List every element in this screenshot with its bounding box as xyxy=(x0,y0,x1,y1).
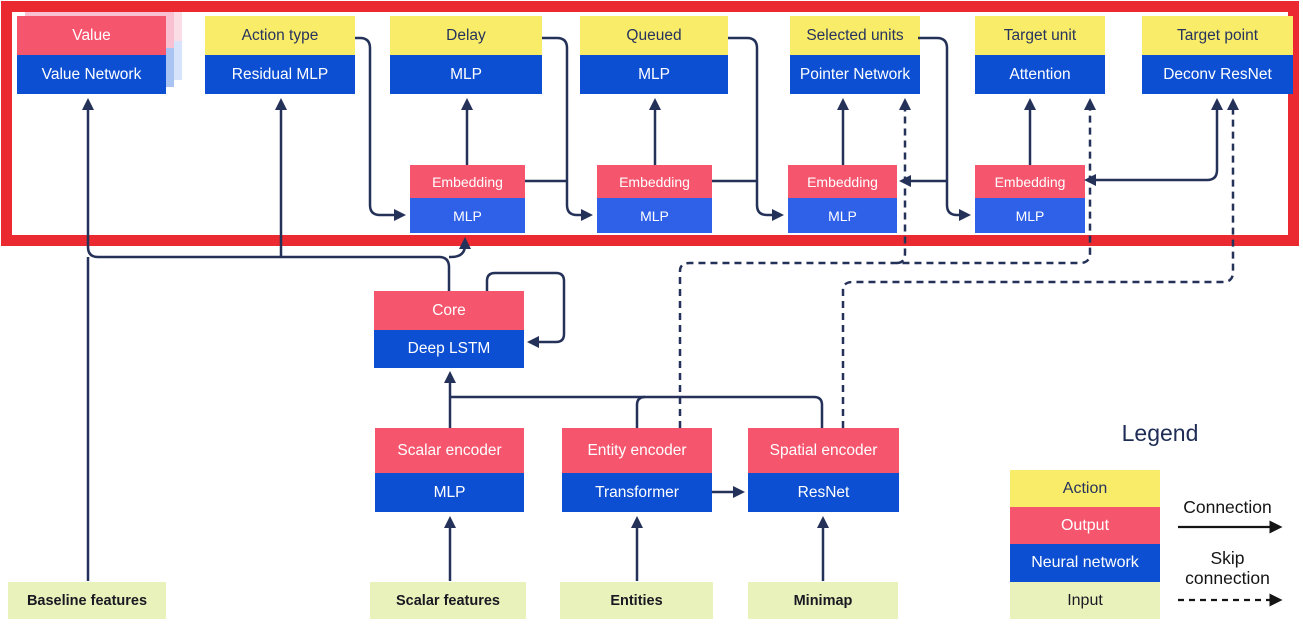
pointer-network-label: Pointer Network xyxy=(790,55,920,94)
embedding-1-label: Embedding xyxy=(410,165,525,198)
value-output-label: Value xyxy=(17,16,166,55)
conn-selected-units-to-embedding4 xyxy=(918,36,971,221)
conn-queued-to-embedding3 xyxy=(728,36,784,221)
core-block: Core Deep LSTM xyxy=(374,291,524,368)
conn-encoder-merge-horizontal xyxy=(450,395,824,428)
deep-lstm-label: Deep LSTM xyxy=(374,330,524,368)
red-highlight-box xyxy=(1,1,1299,246)
embedding-3-label: Embedding xyxy=(788,165,897,198)
legend-swatch-neural-network: Neural network xyxy=(1010,544,1160,582)
embedding-block-1: Embedding MLP xyxy=(410,165,525,233)
value-network-label: Value Network xyxy=(17,55,166,94)
input-entities: Entities xyxy=(560,582,713,619)
embedding-4-label: Embedding xyxy=(975,165,1085,198)
conn-core-to-value xyxy=(82,98,451,291)
conn-lstm-loop xyxy=(485,271,566,348)
embedding-4-mlp-label: MLP xyxy=(975,198,1085,233)
head-block-delay: Delay MLP xyxy=(390,16,542,94)
transformer-label: Transformer xyxy=(562,473,712,512)
head-block-selected-units: Selected units Pointer Network xyxy=(790,16,920,94)
conn-action-type-to-embedding1 xyxy=(355,36,406,221)
head-block-target-point: Target point Deconv ResNet xyxy=(1142,16,1293,94)
legend-swatch-input: Input xyxy=(1010,582,1160,619)
residual-mlp-label: Residual MLP xyxy=(205,55,355,94)
skip-entity-to-attention xyxy=(678,98,1096,428)
target-point-label: Target point xyxy=(1142,16,1293,55)
head-block-action-type: Action type Residual MLP xyxy=(205,16,355,94)
embedding-2-label: Embedding xyxy=(597,165,712,198)
delay-label: Delay xyxy=(390,16,542,55)
skip-entity-to-pointer xyxy=(896,98,911,265)
skip-connections xyxy=(678,98,1239,428)
input-minimap: Minimap xyxy=(748,582,898,619)
spatial-encoder-label: Spatial encoder xyxy=(748,428,899,473)
entity-encoder-label: Entity encoder xyxy=(562,428,712,473)
head-block-value: Value Value Network xyxy=(17,16,166,94)
embedding-1-mlp-label: MLP xyxy=(410,198,525,233)
conn-core-to-embedding1 xyxy=(449,237,471,259)
input-baseline-features: Baseline features xyxy=(8,582,166,619)
embedding-block-2: Embedding MLP xyxy=(597,165,712,233)
embedding-block-4: Embedding MLP xyxy=(975,165,1085,233)
conn-entity-join xyxy=(635,395,646,428)
delay-mlp-label: MLP xyxy=(390,55,542,94)
encoder-block-scalar: Scalar encoder MLP xyxy=(375,428,524,512)
deconv-resnet-label: Deconv ResNet xyxy=(1142,55,1293,94)
scalar-encoder-label: Scalar encoder xyxy=(375,428,524,473)
action-type-label: Action type xyxy=(205,16,355,55)
embedding-2-mlp-label: MLP xyxy=(597,198,712,233)
core-label: Core xyxy=(374,291,524,330)
embedding-block-3: Embedding MLP xyxy=(788,165,897,233)
input-scalar-features: Scalar features xyxy=(370,582,526,619)
resnet-label: ResNet xyxy=(748,473,899,512)
queued-label: Queued xyxy=(580,16,728,55)
legend-swatch-action: Action xyxy=(1010,470,1160,507)
head-block-target-unit: Target unit Attention xyxy=(975,16,1105,94)
target-unit-label: Target unit xyxy=(975,16,1105,55)
queued-mlp-label: MLP xyxy=(580,55,728,94)
selected-units-label: Selected units xyxy=(790,16,920,55)
head-block-queued: Queued MLP xyxy=(580,16,728,94)
skip-spatial-to-deconv xyxy=(841,98,1239,428)
legend-arrows xyxy=(1178,520,1283,607)
conn-embedding4-to-deconv xyxy=(1084,98,1223,186)
scalar-mlp-label: MLP xyxy=(375,473,524,512)
legend-title: Legend xyxy=(1121,420,1199,446)
embedding-3-mlp-label: MLP xyxy=(788,198,897,233)
encoder-block-entity: Entity encoder Transformer xyxy=(562,428,712,512)
conn-delay-to-embedding2 xyxy=(542,36,593,221)
legend-connection-label: Connection xyxy=(1183,497,1272,517)
attention-label: Attention xyxy=(975,55,1105,94)
solid-connections xyxy=(82,36,1223,581)
legend-swatch-output: Output xyxy=(1010,507,1160,544)
encoder-block-spatial: Spatial encoder ResNet xyxy=(748,428,899,512)
